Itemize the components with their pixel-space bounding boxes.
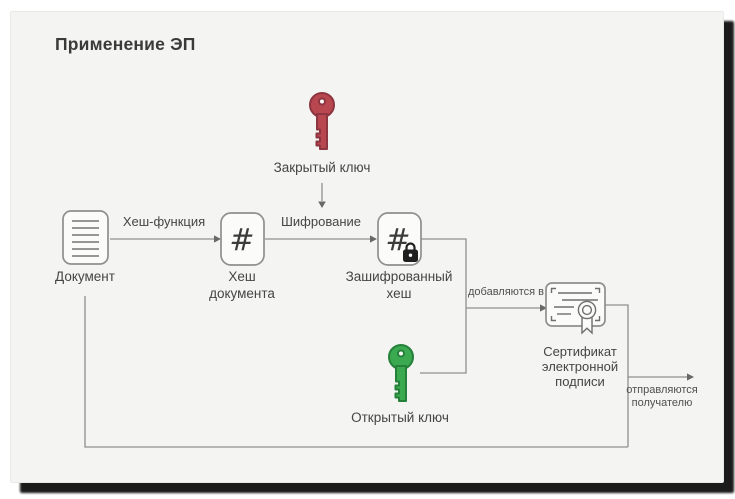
hash-symbol: # bbox=[229, 223, 254, 258]
document-text-lines bbox=[72, 220, 99, 257]
certificate-label-line: электронной bbox=[541, 359, 619, 374]
connectors bbox=[84, 183, 687, 448]
page-title: Применение ЭП bbox=[55, 34, 196, 54]
private-key-label: Закрытый ключ bbox=[273, 160, 371, 175]
arrowhead-right-icon bbox=[370, 235, 377, 243]
diagram-panel bbox=[10, 11, 724, 483]
arrowhead-right-icon bbox=[214, 235, 221, 243]
encrypted-hash-label-line: хеш bbox=[386, 286, 412, 301]
certificate-icon bbox=[545, 282, 606, 335]
private-key-icon bbox=[309, 92, 335, 150]
edge-certificate-down bbox=[605, 304, 629, 447]
certificate-label-line: Сертификат bbox=[543, 344, 617, 359]
document-label: Документ bbox=[55, 269, 115, 284]
edge-document-bottom bbox=[84, 296, 628, 448]
hash-node: # bbox=[220, 212, 265, 266]
hash-label-line: документа bbox=[209, 286, 275, 301]
lock-icon bbox=[403, 242, 418, 262]
hash-label: Хеш документа bbox=[187, 268, 297, 302]
public-key-label: Открытый ключ bbox=[351, 410, 449, 425]
encrypted-hash-label: Зашифрованный хеш bbox=[334, 268, 464, 302]
arrowheads bbox=[214, 201, 694, 381]
document-icon bbox=[62, 210, 109, 265]
edge-label-encryption: Шифрование bbox=[281, 214, 361, 229]
sent-label-line: отправляются bbox=[626, 384, 698, 396]
arrowhead-right-icon bbox=[687, 373, 694, 381]
hash-label-line: Хеш bbox=[228, 269, 256, 284]
encrypted-hash-node: # bbox=[377, 212, 422, 266]
encrypted-hash-label-line: Зашифрованный bbox=[345, 269, 453, 284]
sent-label-line: получателю bbox=[631, 397, 693, 409]
edge-label-hash-function: Хеш-функция bbox=[122, 214, 206, 229]
edge-label-added-to: добавляются в bbox=[468, 286, 544, 298]
certificate-label-line: подписи bbox=[555, 374, 605, 389]
public-key-icon bbox=[388, 344, 414, 402]
certificate-text-lines bbox=[554, 292, 598, 315]
arrowhead-right-icon bbox=[540, 304, 547, 312]
arrowhead-down-icon bbox=[318, 201, 326, 208]
certificate-seal-icon bbox=[577, 300, 597, 335]
certificate-label: Сертификат электронной подписи bbox=[510, 344, 650, 389]
edge-label-sent-to-recipient: отправляются получателю bbox=[607, 384, 717, 410]
edge-encrypted-and-publickey-merge bbox=[420, 238, 467, 374]
